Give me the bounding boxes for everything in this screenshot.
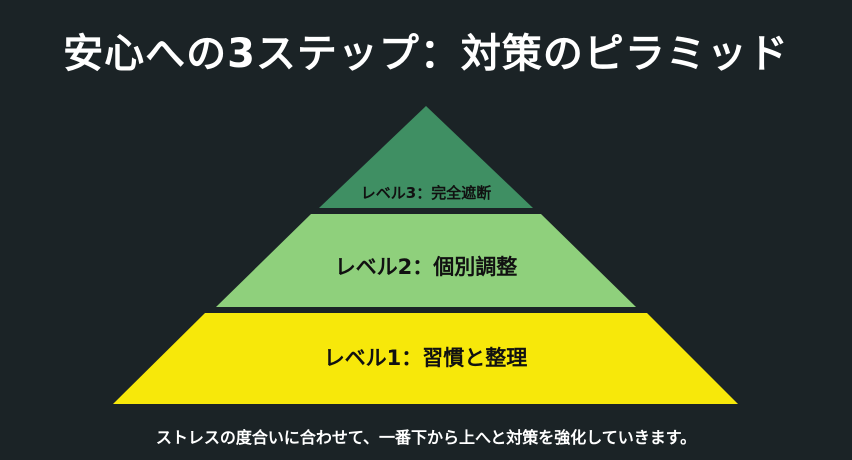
tier-3-label: レベル3：完全遮断 [360,184,492,202]
page-title: 安心への3ステップ：対策のピラミッド [63,31,789,77]
tier-1-label: レベル1：習慣と整理 [323,346,528,370]
tier-3-shape [319,106,533,208]
tier-1-shape [113,313,738,404]
tier-2-label: レベル2：個別調整 [334,255,518,279]
tier-2-shape [216,214,636,307]
caption-text: ストレスの度合いに合わせて、一番下から上へと対策を強化していきます。 [155,428,697,447]
